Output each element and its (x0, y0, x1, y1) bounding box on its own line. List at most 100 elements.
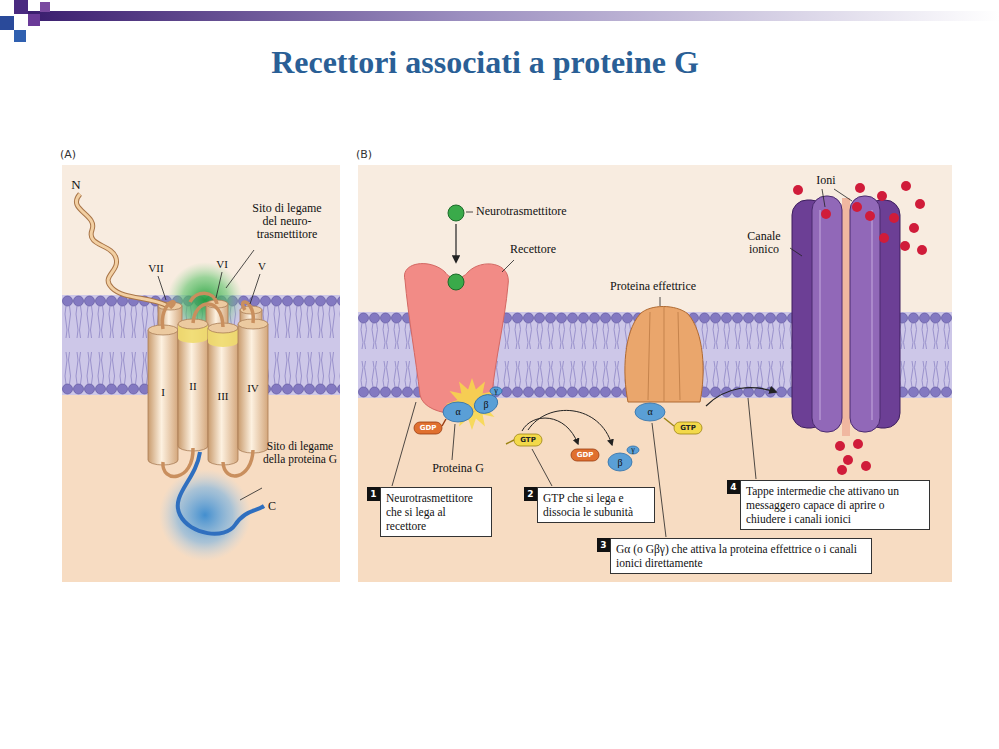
subunit-label: α (455, 407, 460, 417)
panel-b-art (358, 165, 952, 582)
panel-b-art (793, 181, 927, 475)
nucleotide-label: GTP (680, 425, 696, 432)
panel-b-art (871, 210, 873, 420)
panel-b-art (861, 461, 871, 471)
panel-b-art (837, 465, 847, 475)
part-label: IV (247, 383, 259, 394)
figure-panel: (B)1Neurotrasmettitore che si lega al re… (358, 165, 952, 582)
panel-b-art (822, 189, 825, 207)
panel-b-art (442, 419, 446, 426)
panel-b-art (571, 449, 599, 461)
part-label: N (71, 178, 80, 191)
part-label: III (218, 391, 229, 402)
part-label: Ioni (816, 174, 835, 186)
panel-b-art (625, 307, 703, 403)
callout-number: 4 (727, 480, 740, 494)
subunit-label: α (647, 407, 652, 417)
callout-box: 3Gα (o Gβγ) che attiva la proteina effet… (610, 538, 872, 574)
part-label: Sito di legame della proteina G (262, 440, 338, 465)
panel-a-art (162, 302, 174, 329)
part-label: VII (148, 263, 163, 274)
panel-b-art (706, 388, 776, 406)
part-label: Recettore (510, 243, 556, 256)
part-label: VI (216, 259, 228, 270)
panel-b-art (842, 198, 850, 436)
callout-text: Gα (o Gβγ) che attiva la proteina effett… (616, 542, 866, 570)
part-label: C (268, 500, 276, 512)
panel-b-art (452, 424, 455, 460)
panel-b-art (850, 196, 880, 432)
header-decoration (14, 0, 28, 14)
panel-b-art (660, 297, 661, 306)
part-label: Proteina effettrice (610, 280, 696, 293)
part-label: Canale ionico (738, 230, 790, 256)
part-label: Neurotrasmettitore (476, 205, 567, 218)
panel-a-art (243, 302, 254, 323)
panel-b-art (834, 189, 852, 201)
callout-number: 3 (597, 538, 610, 552)
panel-b-art (820, 210, 872, 420)
panel-b-art (392, 402, 416, 486)
panel-b-art (502, 260, 514, 272)
callout-text: Neurotrasmettitore che si lega al recett… (386, 491, 486, 533)
panel-b-art (532, 449, 552, 486)
panel-b-art (835, 441, 845, 451)
part-label: Sito di legame del neuro-trasmettitore (244, 202, 330, 242)
panel-b-art (900, 241, 910, 251)
subunit-label: β (617, 458, 622, 468)
panel-b-art (819, 210, 821, 420)
panel-a-art (76, 194, 168, 306)
panel-a-art (162, 293, 253, 476)
callout-box: 4Tappe intermedie che attivano un messag… (740, 480, 930, 530)
panel-b-art (852, 202, 862, 212)
slide-title: Recettori associati a proteine G (0, 44, 970, 81)
panel-a-art (148, 330, 178, 465)
nucleotide-label: GTP (520, 437, 536, 444)
panel-a-art (76, 194, 168, 306)
panel-label: (B) (356, 148, 372, 161)
panel-a-art (226, 250, 254, 288)
part-label: Proteina G (432, 462, 484, 474)
panel-a-art (62, 165, 340, 582)
panel-b-art (648, 307, 680, 402)
panel-b-art (448, 274, 464, 290)
panel-b-art (879, 233, 889, 243)
panel-b-art (821, 209, 831, 219)
panel-b-art (812, 196, 842, 432)
callout-box: 2GTP che si lega e dissocia le subunità (537, 487, 655, 523)
part-label: I (161, 387, 165, 398)
nucleotide-label: GDP (420, 425, 437, 432)
panel-a-art (193, 304, 223, 327)
panel-a-art (250, 274, 260, 304)
panel-b-art (853, 439, 863, 449)
header-decoration (28, 14, 40, 26)
nucleotide-label: GDP (577, 452, 594, 459)
panel-b-art (448, 205, 464, 221)
panel-b-art (627, 446, 639, 454)
header-decoration (40, 2, 50, 12)
panel-b-art (889, 213, 899, 223)
panel-b-art (793, 185, 803, 195)
panel-b-art (506, 440, 514, 444)
panel-a-art (158, 250, 262, 500)
panel-b-art (414, 422, 442, 434)
panel-b-art (664, 418, 674, 426)
panel-b-art (909, 223, 919, 233)
panel-a-art (223, 450, 253, 476)
panel-b-art (843, 455, 853, 465)
panel-b-art (664, 307, 665, 402)
panel-a-art (159, 469, 251, 561)
panel-b-art (917, 245, 927, 255)
panel-b-art (855, 183, 865, 193)
panel-b-art (901, 181, 911, 191)
callout-number: 2 (524, 487, 537, 501)
panel-a-art (216, 272, 222, 298)
panel-a-art (190, 293, 217, 304)
panel-a-art (178, 324, 208, 451)
subunit-label: γ (494, 387, 498, 395)
panel-b-art (635, 403, 665, 421)
panel-b-art (877, 191, 887, 201)
panel-b-art (790, 248, 802, 256)
